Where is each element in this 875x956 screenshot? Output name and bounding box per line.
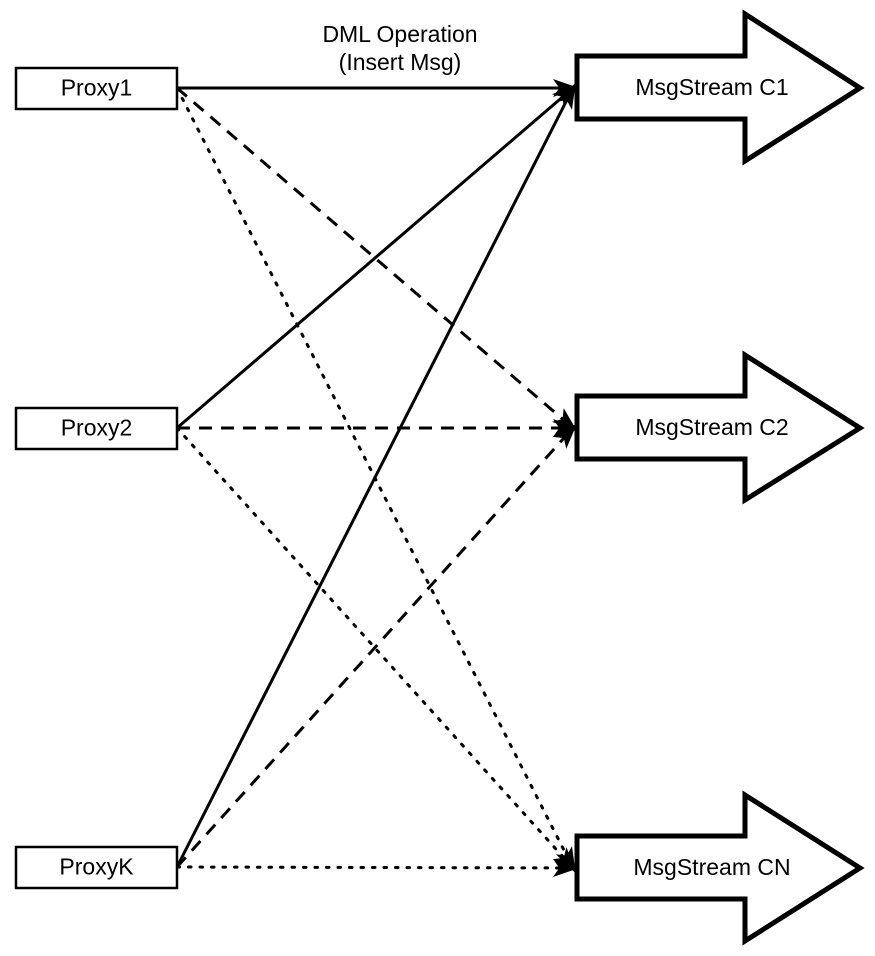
msgstream-c1-block-arrow-icon[interactable] [574, 9, 865, 166]
msgstream-c1-label: MsgStream C1 [635, 74, 788, 100]
msgstream-cn-label: MsgStream CN [633, 854, 790, 880]
proxy-node-proxy2[interactable]: Proxy2 [14, 406, 179, 451]
dml-operation-label-line2: (Insert Msg) [339, 49, 462, 75]
arrowhead-icon-proxyk-cn [552, 858, 579, 877]
stream-node-cn[interactable]: MsgStream CN [574, 790, 865, 946]
arrowheads-stream-c2 [551, 408, 579, 449]
link-proxy2-to-stream-cn[interactable] [175, 426, 575, 870]
msgstream-c2-block-arrow-icon[interactable] [574, 350, 865, 505]
arrowheads-stream-cn [552, 846, 579, 877]
stream-node-c1[interactable]: MsgStream C1 [574, 9, 865, 166]
proxy2-box[interactable] [14, 406, 179, 451]
arrowhead-icon-proxyk-c1 [555, 82, 576, 110]
link-proxyk-to-stream-c1[interactable] [175, 87, 575, 868]
msgstream-cn-block-arrow-icon[interactable] [574, 790, 865, 946]
proxy2-label: Proxy2 [61, 415, 133, 441]
proxy-node-proxy1[interactable]: Proxy1 [14, 66, 179, 111]
stream-node-c2[interactable]: MsgStream C2 [574, 350, 865, 505]
dml-operation-label: DML Operation (Insert Msg) [322, 21, 477, 75]
proxyk-label: ProxyK [59, 854, 134, 880]
msgstream-c2-label: MsgStream C2 [635, 414, 788, 440]
arrowhead-icon-proxy2-c2 [553, 419, 579, 437]
proxyk-box[interactable] [14, 845, 179, 890]
link-proxyk-to-stream-cn[interactable] [175, 865, 575, 870]
dml-operation-label-line1: DML Operation [322, 21, 477, 47]
proxy-node-proxyk[interactable]: ProxyK [14, 845, 179, 890]
arrowhead-icon-proxyk-c2 [552, 423, 578, 449]
link-proxy2-to-stream-c1[interactable] [176, 86, 574, 430]
proxy1-box[interactable] [14, 66, 179, 111]
arrowheads-stream-c1 [551, 79, 579, 110]
arrowhead-layer [551, 79, 579, 877]
link-layer [175, 86, 575, 870]
link-proxyk-to-stream-c2[interactable] [175, 426, 575, 869]
proxy1-label: Proxy1 [61, 75, 133, 101]
